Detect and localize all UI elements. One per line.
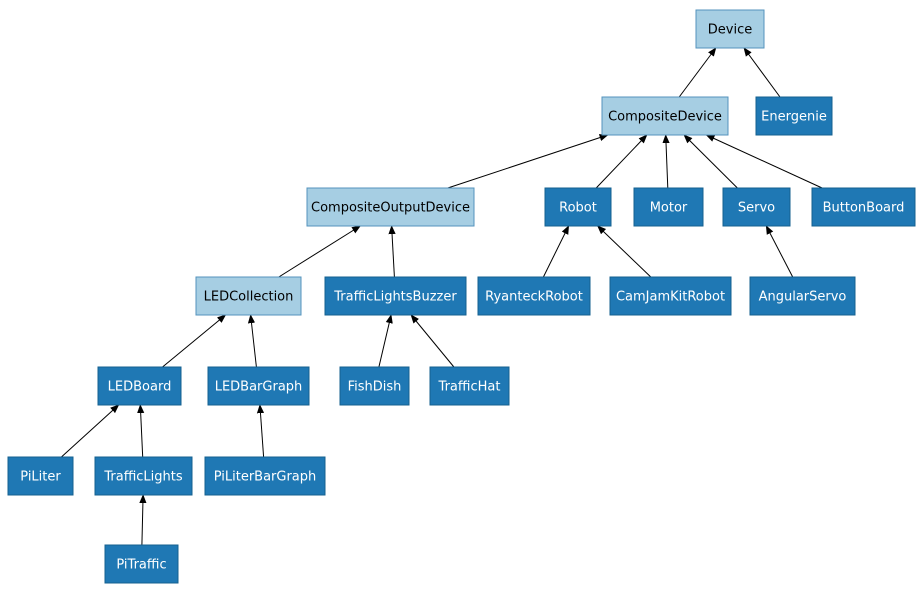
node-label-AngularServo: AngularServo [759, 290, 847, 305]
node-label-LEDBoard: LEDBoard [108, 380, 172, 395]
node-label-RyanteckRobot: RyanteckRobot [485, 290, 583, 305]
node-box-LEDBarGraph [207, 366, 310, 406]
edge-LEDBoard-to-LEDCollection [162, 314, 227, 368]
edge-FishDish-to-TrafficLightsBuzzer [378, 314, 393, 368]
edge-PiLiter-to-LEDBoard [61, 404, 120, 458]
node-ButtonBoard: ButtonBoard [811, 187, 916, 227]
node-RyanteckRobot: RyanteckRobot [477, 276, 591, 316]
node-LEDBarGraph: LEDBarGraph [207, 366, 310, 406]
node-box-PiLiter [7, 456, 74, 496]
node-label-Robot: Robot [559, 201, 597, 216]
node-box-TrafficLights [94, 456, 193, 496]
edge-RyanteckRobot-to-Robot [542, 225, 570, 278]
node-label-TrafficLightsBuzzer: TrafficLightsBuzzer [333, 290, 457, 305]
edge-PiTraffic-to-TrafficLights [139, 494, 147, 546]
node-box-Device [695, 9, 765, 49]
node-label-CompositeOutputDevice: CompositeOutputDevice [311, 201, 470, 216]
node-label-FishDish: FishDish [348, 380, 402, 395]
node-box-RyanteckRobot [477, 276, 591, 316]
node-CamJamKitRobot: CamJamKitRobot [609, 276, 732, 316]
node-label-LEDBarGraph: LEDBarGraph [215, 380, 303, 395]
edge-PiLiterBarGraph-to-LEDBarGraph [256, 404, 265, 458]
edge-AngularServo-to-Servo [765, 225, 794, 278]
node-box-CamJamKitRobot [609, 276, 732, 316]
node-box-TrafficLightsBuzzer [324, 276, 467, 316]
node-PiLiter: PiLiter [7, 456, 74, 496]
node-AngularServo: AngularServo [749, 276, 856, 316]
edge-TrafficLightsBuzzer-to-CompositeOutputDevice [388, 225, 396, 278]
node-box-PiLiterBarGraph [204, 456, 326, 496]
node-TrafficLights: TrafficLights [94, 456, 193, 496]
node-LEDBoard: LEDBoard [97, 366, 182, 406]
node-label-TrafficLights: TrafficLights [103, 470, 183, 485]
node-Robot: Robot [544, 187, 612, 227]
node-box-CompositeDevice [601, 96, 729, 136]
node-label-PiLiterBarGraph: PiLiterBarGraph [214, 470, 317, 485]
edge-TrafficHat-to-TrafficLightsBuzzer [410, 314, 455, 368]
node-label-PiTraffic: PiTraffic [116, 558, 166, 573]
edge-LEDBarGraph-to-LEDCollection [247, 314, 257, 368]
node-label-Servo: Servo [738, 201, 775, 216]
node-label-PiLiter: PiLiter [20, 470, 61, 485]
node-label-Motor: Motor [650, 201, 688, 216]
edge-CompositeOutputDevice-to-CompositeDevice [447, 134, 609, 189]
node-box-TrafficHat [429, 366, 510, 406]
node-box-Energenie [755, 96, 833, 136]
edge-Energenie-to-Device [743, 47, 781, 98]
edge-CompositeDevice-to-Device [678, 47, 717, 98]
node-Servo: Servo [722, 187, 791, 227]
node-PiTraffic: PiTraffic [104, 544, 179, 584]
node-label-ButtonBoard: ButtonBoard [823, 201, 905, 216]
node-box-LEDCollection [195, 276, 302, 316]
node-box-ButtonBoard [811, 187, 916, 227]
node-TrafficLightsBuzzer: TrafficLightsBuzzer [324, 276, 467, 316]
node-TrafficHat: TrafficHat [429, 366, 510, 406]
node-box-AngularServo [749, 276, 856, 316]
edge-ButtonBoard-to-CompositeDevice [705, 134, 823, 189]
node-Device: Device [695, 9, 765, 49]
node-label-CompositeDevice: CompositeDevice [608, 110, 722, 125]
node-Energenie: Energenie [755, 96, 833, 136]
node-box-Robot [544, 187, 612, 227]
edge-Robot-to-CompositeDevice [595, 134, 648, 189]
edge-LEDCollection-to-CompositeOutputDevice [278, 225, 361, 278]
node-label-Energenie: Energenie [761, 110, 827, 125]
node-box-Servo [722, 187, 791, 227]
node-box-Motor [633, 187, 704, 227]
node-PiLiterBarGraph: PiLiterBarGraph [204, 456, 326, 496]
node-box-FishDish [339, 366, 410, 406]
node-label-CamJamKitRobot: CamJamKitRobot [616, 290, 725, 305]
node-CompositeOutputDevice: CompositeOutputDevice [306, 187, 475, 227]
node-box-PiTraffic [104, 544, 179, 584]
node-box-CompositeOutputDevice [306, 187, 475, 227]
edge-Servo-to-CompositeDevice [683, 134, 738, 189]
node-CompositeDevice: CompositeDevice [601, 96, 729, 136]
node-FishDish: FishDish [339, 366, 410, 406]
edge-Motor-to-CompositeDevice [662, 134, 670, 189]
node-Motor: Motor [633, 187, 704, 227]
node-label-TrafficHat: TrafficHat [438, 380, 501, 395]
node-label-LEDCollection: LEDCollection [204, 290, 294, 305]
edge-CamJamKitRobot-to-Robot [597, 225, 652, 278]
node-LEDCollection: LEDCollection [195, 276, 302, 316]
node-box-LEDBoard [97, 366, 182, 406]
node-label-Device: Device [708, 23, 752, 38]
edge-TrafficLights-to-LEDBoard [137, 404, 145, 458]
